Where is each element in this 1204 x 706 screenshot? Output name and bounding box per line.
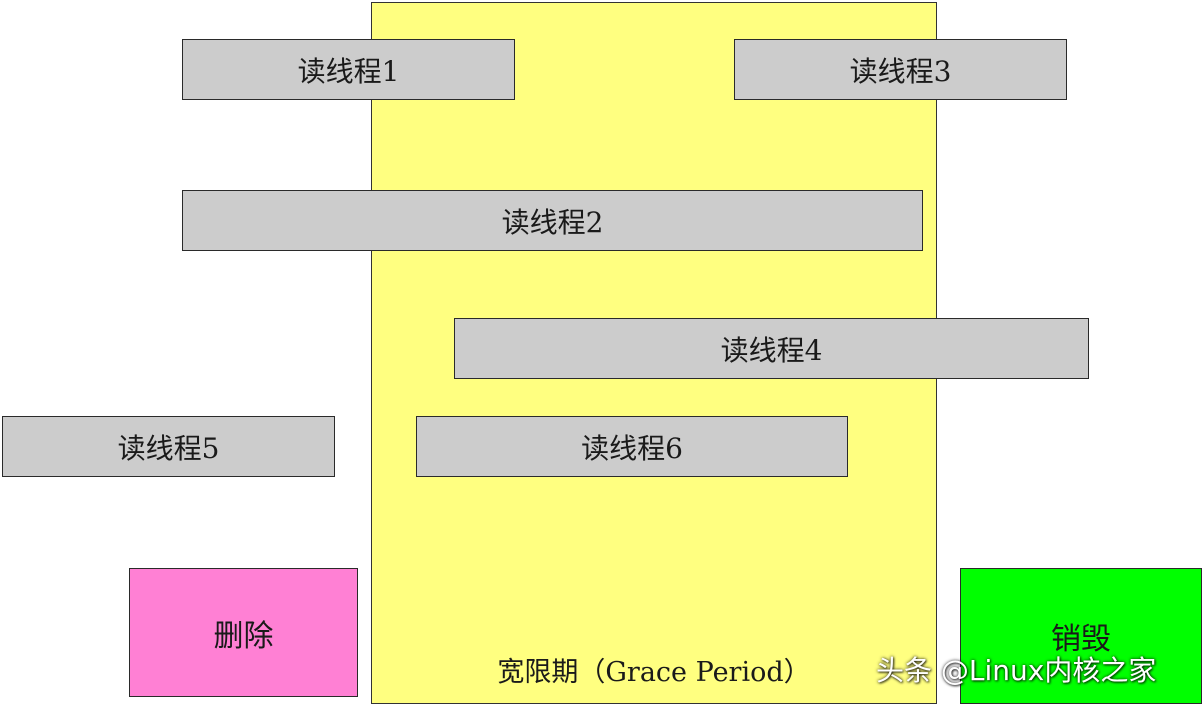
destroy-label: 销毁 bbox=[1051, 622, 1111, 657]
destroy-box: 销毁 bbox=[960, 568, 1202, 704]
watermark: 头条 @Linux内核之家 bbox=[876, 654, 1157, 687]
reader-thread-5: 读线程5 bbox=[2, 416, 335, 477]
delete-label: 删除 bbox=[213, 618, 274, 654]
reader-thread-3: 读线程3 bbox=[734, 39, 1067, 100]
reader-thread-1: 读线程1 bbox=[182, 39, 515, 100]
reader-thread-6: 读线程6 bbox=[416, 416, 848, 477]
reader-thread-4: 读线程4 bbox=[454, 318, 1089, 379]
grace-period-label: 宽限期（Grace Period） bbox=[497, 657, 811, 688]
reader-thread-2: 读线程2 bbox=[182, 190, 923, 251]
delete-box: 删除 bbox=[129, 568, 358, 697]
